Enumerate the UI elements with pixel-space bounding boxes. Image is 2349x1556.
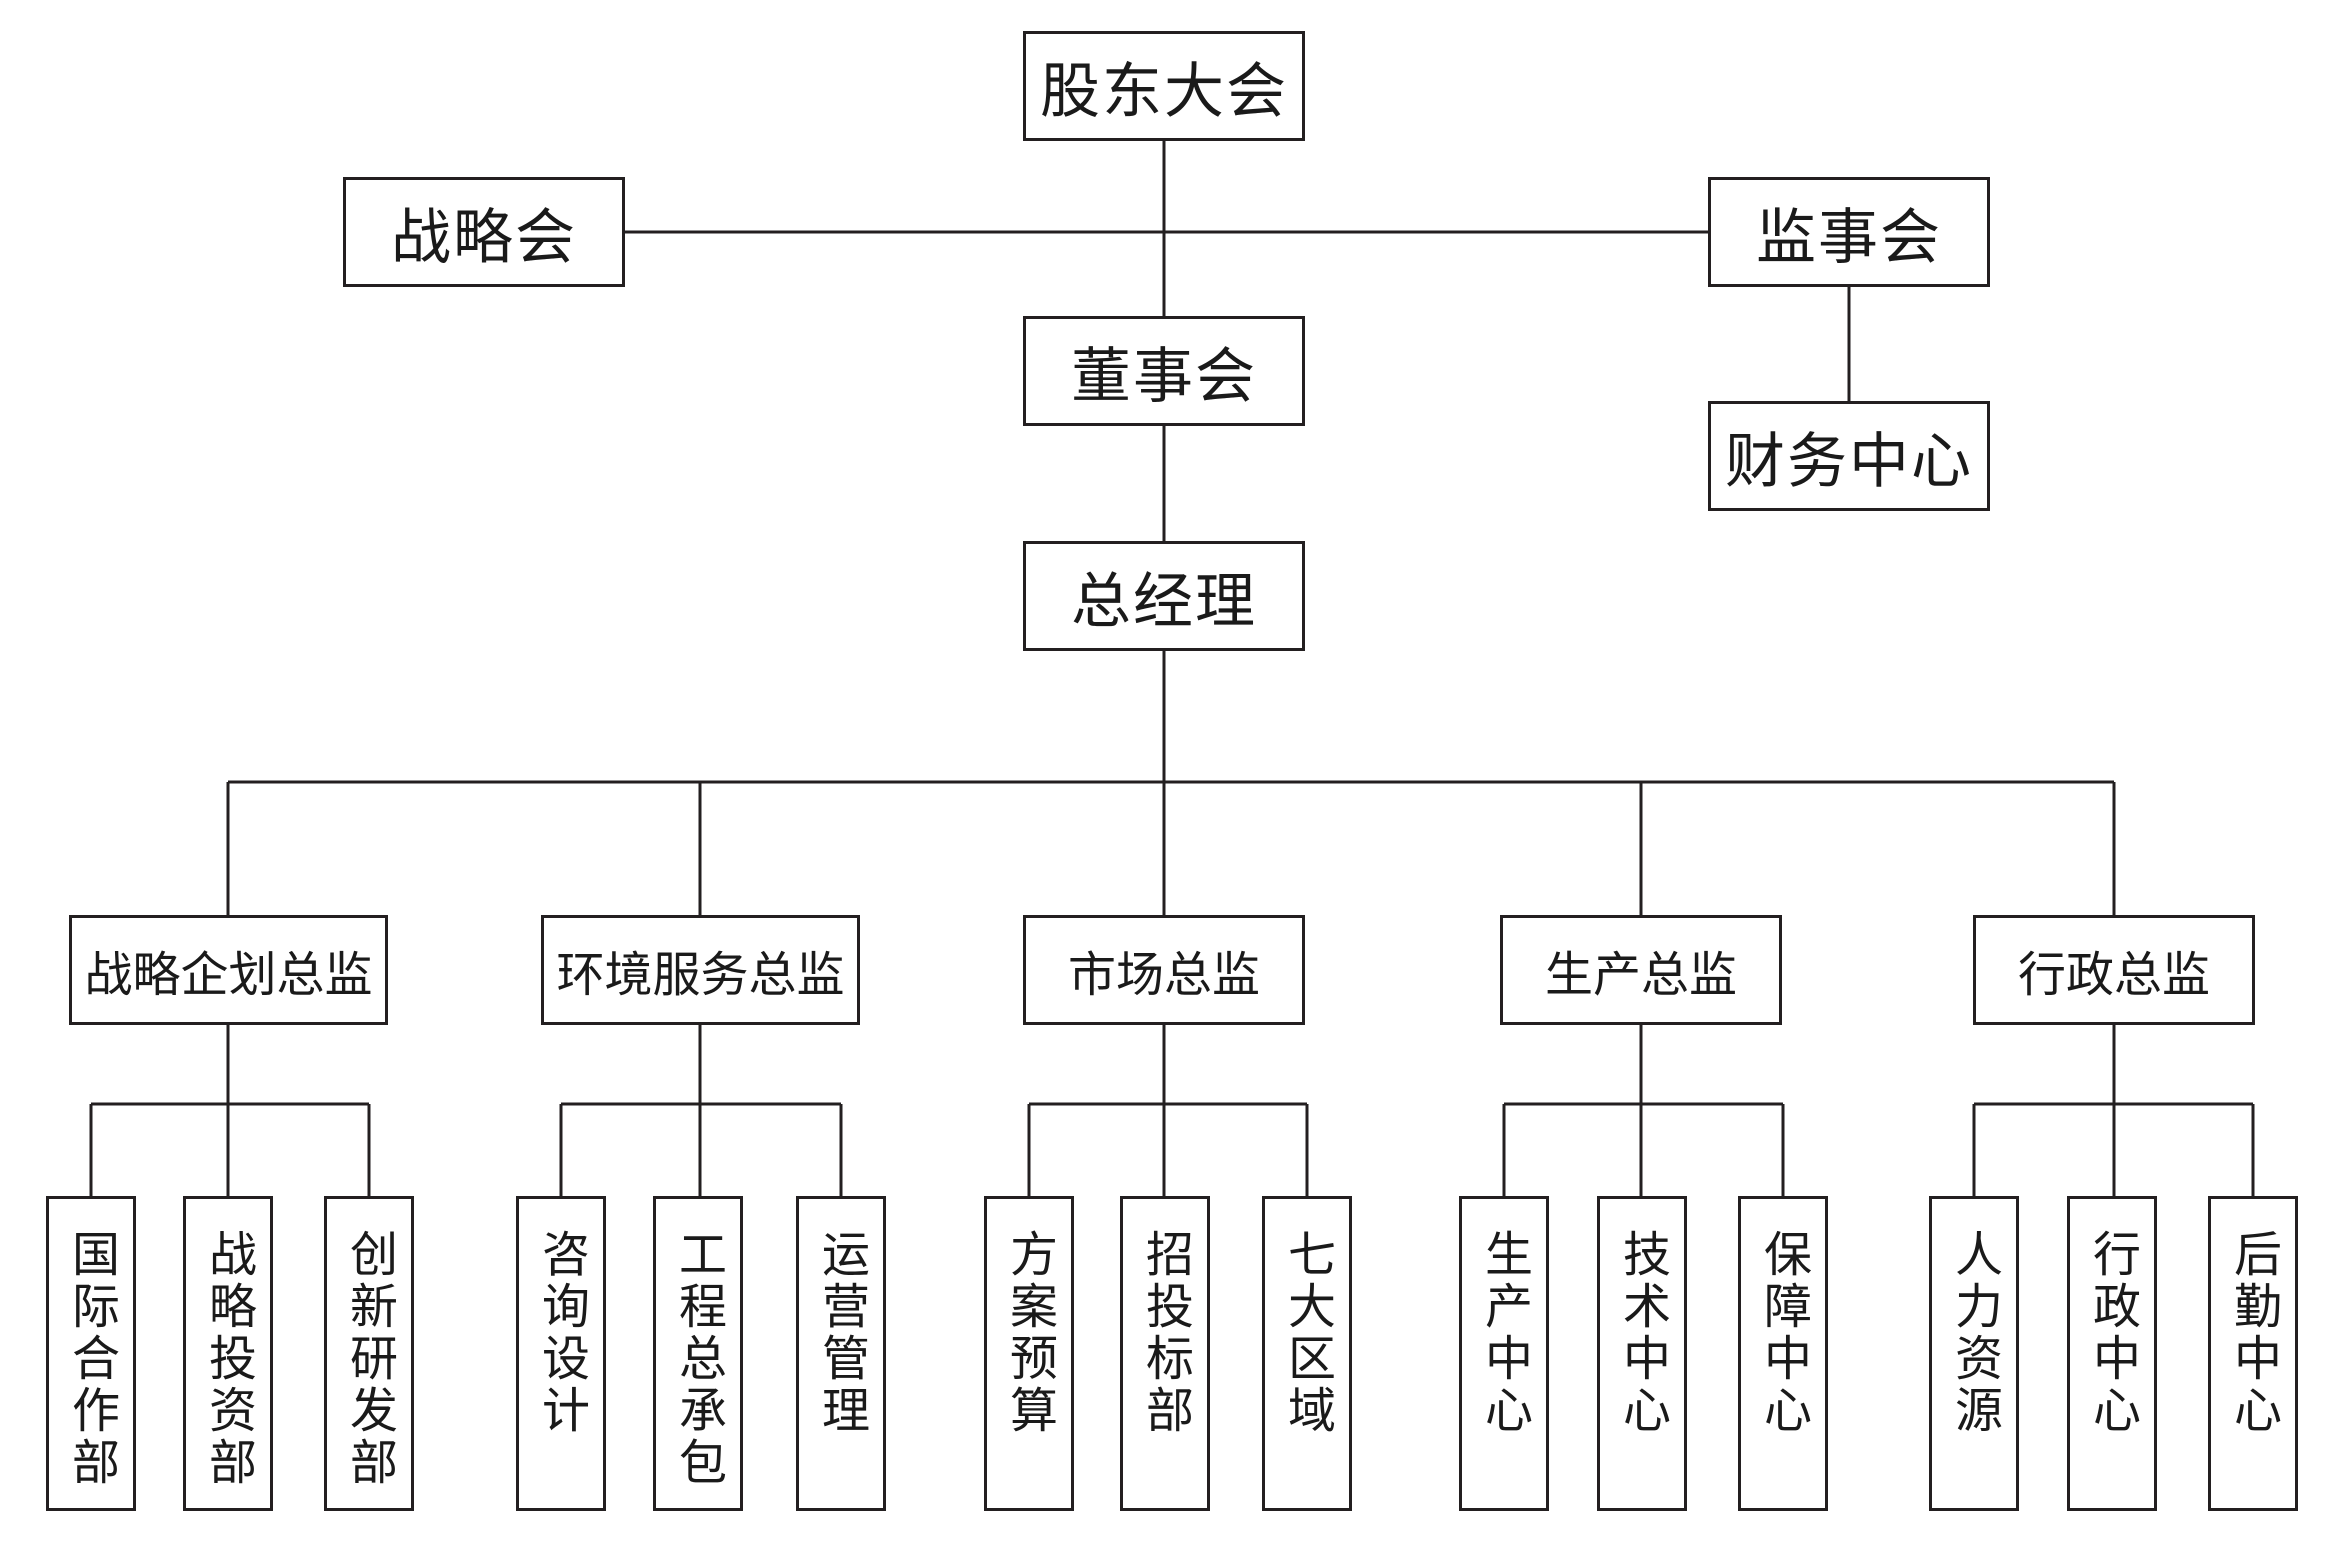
department-box: 人力资源 (1929, 1196, 2019, 1511)
director-label: 市场总监 (1067, 947, 1260, 1003)
department-label: 咨询设计 (533, 1229, 589, 1437)
finance-center-box: 财务中心 (1708, 401, 1990, 511)
general-manager-label: 总经理 (1071, 566, 1257, 637)
department-box: 咨询设计 (516, 1196, 606, 1511)
department-label: 技术中心 (1614, 1229, 1670, 1437)
general-manager-box: 总经理 (1023, 541, 1305, 651)
department-label: 战略投资部 (200, 1229, 256, 1489)
department-label: 国际合作部 (63, 1229, 119, 1489)
supervisory-board-label: 监事会 (1756, 202, 1942, 273)
department-box: 保障中心 (1738, 1196, 1828, 1511)
department-box: 创新研发部 (324, 1196, 414, 1511)
director-label: 战略企划总监 (84, 947, 373, 1003)
director-label: 行政总监 (2017, 947, 2210, 1003)
shareholders-meeting-label: 股东大会 (1040, 56, 1288, 127)
strategy-committee-label: 战略会 (391, 202, 577, 273)
department-box: 生产中心 (1459, 1196, 1549, 1511)
board-of-directors-box: 董事会 (1023, 316, 1305, 426)
shareholders-meeting-box: 股东大会 (1023, 31, 1305, 141)
department-label: 行政中心 (2084, 1229, 2140, 1437)
department-box: 招投标部 (1120, 1196, 1210, 1511)
director-box-environmental-services: 环境服务总监 (541, 915, 860, 1025)
department-box: 七大区域 (1262, 1196, 1352, 1511)
department-box: 行政中心 (2067, 1196, 2157, 1511)
department-label: 工程总承包 (670, 1229, 726, 1489)
department-label: 方案预算 (1001, 1229, 1057, 1437)
department-box: 技术中心 (1597, 1196, 1687, 1511)
director-label: 环境服务总监 (556, 947, 845, 1003)
department-box: 国际合作部 (46, 1196, 136, 1511)
department-box: 战略投资部 (183, 1196, 273, 1511)
department-label: 后勤中心 (2225, 1229, 2281, 1437)
department-label: 保障中心 (1755, 1229, 1811, 1437)
board-of-directors-label: 董事会 (1071, 341, 1257, 412)
department-label: 人力资源 (1946, 1229, 2002, 1437)
department-box: 后勤中心 (2208, 1196, 2298, 1511)
director-box-strategy-planning: 战略企划总监 (69, 915, 388, 1025)
department-box: 方案预算 (984, 1196, 1074, 1511)
strategy-committee-box: 战略会 (343, 177, 625, 287)
director-box-administration: 行政总监 (1973, 915, 2255, 1025)
department-box: 工程总承包 (653, 1196, 743, 1511)
department-label: 运营管理 (813, 1229, 869, 1437)
director-box-production: 生产总监 (1500, 915, 1782, 1025)
department-label: 生产中心 (1476, 1229, 1532, 1437)
finance-center-label: 财务中心 (1725, 426, 1973, 497)
supervisory-board-box: 监事会 (1708, 177, 1990, 287)
department-box: 运营管理 (796, 1196, 886, 1511)
department-label: 招投标部 (1137, 1229, 1193, 1437)
department-label: 创新研发部 (341, 1229, 397, 1489)
director-label: 生产总监 (1544, 947, 1737, 1003)
director-box-marketing: 市场总监 (1023, 915, 1305, 1025)
department-label: 七大区域 (1279, 1229, 1335, 1437)
